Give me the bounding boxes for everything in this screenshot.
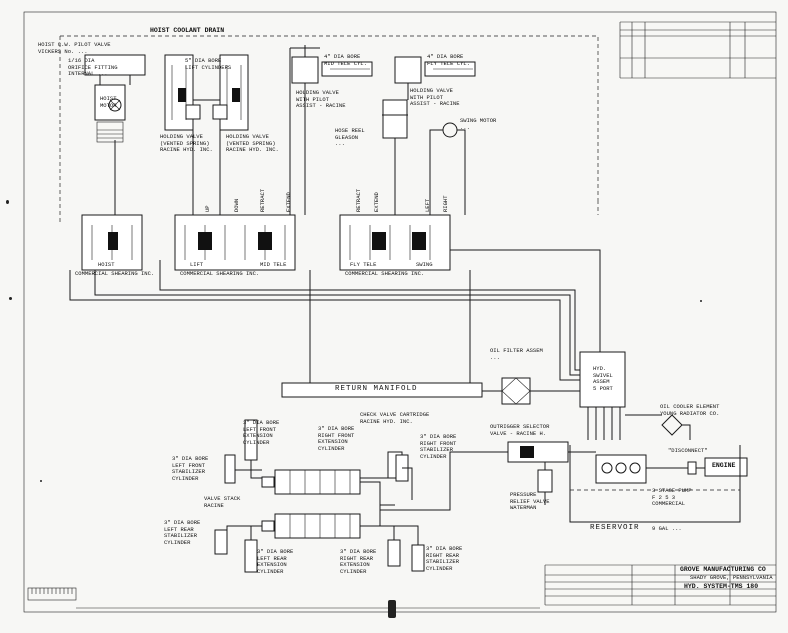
lr-stabilizer-cylinder <box>214 529 228 555</box>
valve-bank-right-label: COMMERCIAL SHEARING INC. <box>345 270 425 277</box>
lf-ext-label: 3" DIA BORE LEFT FRONT EXTENSION CYLINDE… <box>243 419 280 446</box>
valve-swing-label: SWING <box>416 261 433 268</box>
hoist-drain-label: HOIST COOLANT DRAIN <box>150 27 225 34</box>
company-name: GROVE MANUFACTURING CO <box>680 566 766 573</box>
hoist-motor-label: HOIST MOTOR <box>100 95 117 109</box>
pump-section-3 <box>629 462 641 474</box>
port-extend-right-label: EXTEND <box>373 192 380 212</box>
rr-stab-label: 3" DIA BORE RIGHT REAR STABILIZER CYLIND… <box>426 545 463 572</box>
rr-ext-label: 3" DIA BORE RIGHT REAR EXTENSION CYLINDE… <box>340 548 377 575</box>
valve-hoist-label: HOIST <box>98 261 115 268</box>
valve-bank-left-label: COMMERCIAL SHEARING INC. <box>75 270 155 277</box>
outrigger-selector-valve <box>507 441 569 463</box>
speck <box>40 480 42 482</box>
engine-label: ENGINE <box>712 462 736 469</box>
hoist-motor-symbol <box>108 98 122 112</box>
disconnect-label: "DISCONNECT" <box>668 447 708 454</box>
outrigger-selector-label: OUTRIGGER SELECTOR VALVE - RACINE H. <box>490 423 550 437</box>
oil-filter <box>501 377 531 405</box>
lf-stab-label: 3" DIA BORE LEFT FRONT STABILIZER CYLIND… <box>172 455 209 482</box>
port-left-label: LEFT <box>424 198 431 212</box>
valve-mid-tele-label: MID TELE <box>260 261 287 268</box>
return-manifold <box>281 382 483 398</box>
title-block <box>544 564 776 606</box>
valve-bank-right <box>339 214 451 271</box>
holding-valve-left <box>185 104 201 120</box>
port-down-label: DOWN <box>233 198 240 212</box>
reservoir-capacity-label: 9 GAL ... <box>652 525 682 532</box>
mid-tele-label: 4" DIA BORE MID TELE CYL. <box>324 53 367 67</box>
pump-section-1 <box>601 462 613 474</box>
company-location: SHADY GROVE, PENNSYLVANIA <box>690 574 773 581</box>
mid-holding-valve <box>291 56 319 84</box>
rf-ext-label: 3" DIA BORE RIGHT FRONT EXTENSION CYLIND… <box>318 425 355 452</box>
hoist-drain-line <box>60 35 599 215</box>
fly-tele-label: 4" DIA BORE FLY TELE CYL. <box>427 53 470 67</box>
valve-stack-upper <box>274 469 361 495</box>
relief-valve-label: PRESSURE RELIEF VALVE WATERMAN <box>510 491 550 511</box>
oil-filter-label: OIL FILTER ASSEM ... <box>490 347 543 361</box>
fly-holding-label: HOLDING VALVE WITH PILOT ASSIST - RACINE <box>410 87 460 107</box>
valve-bank-center-label: COMMERCIAL SHEARING INC. <box>180 270 260 277</box>
pump-label: 3 STAGE PUMP F 2 5 3 COMMERCIAL <box>652 487 692 507</box>
valve-fly-tele-label: FLY TELE <box>350 261 377 268</box>
hyd-swivel <box>579 351 626 408</box>
valve-bank-center <box>174 214 296 271</box>
oil-cooler-label: OIL COOLER ELEMENT YOUNG RADIATOR CO. <box>660 403 720 417</box>
rr-extension-cylinder <box>387 539 401 567</box>
reservoir-label: RESERVOIR <box>590 524 640 532</box>
return-manifold-label: RETURN MANIFOLD <box>335 385 418 393</box>
reservoir <box>569 445 741 523</box>
stack-cap-lower <box>261 520 275 532</box>
lr-extension-cylinder <box>244 539 258 573</box>
oil-cooler <box>661 414 683 436</box>
swivel-label: HYD. SWIVEL ASSEM 5 PORT <box>593 365 613 392</box>
hose-reel <box>382 99 408 139</box>
valve-lift-label: LIFT <box>190 261 204 268</box>
holding-valve-center-label: HOLDING VALVE (VENTED SPRING) RACINE HYD… <box>226 133 279 153</box>
disconnect-coupling <box>687 461 697 475</box>
revision-block <box>619 21 776 79</box>
pressure-relief-valve <box>537 469 553 493</box>
valve-stack-lower <box>274 513 361 539</box>
lift-cylinders-label: 5" DIA BORE LIFT CYLINDERS <box>185 57 232 71</box>
hoist-valve <box>84 54 146 76</box>
pump-block <box>595 454 647 484</box>
speck <box>700 300 702 302</box>
hose-reel-label: HOSE REEL GLEASON ... <box>335 127 365 147</box>
port-retract-right-label: RETRACT <box>355 188 362 212</box>
holding-valve-left-label: HOLDING VALVE (VENTED SPRING) RACINE HYD… <box>160 133 213 153</box>
drawing-title: HYD. SYSTEM-TMS 180 <box>684 583 759 590</box>
port-retract-center-label: RETRACT <box>259 188 266 212</box>
swing-motor <box>442 122 458 138</box>
lf-stabilizer-cylinder <box>224 454 236 484</box>
orifice-label: 1/16 DIA ORIFICE FITTING INTERNAL ... <box>68 57 118 77</box>
check-valve-label: CHECK VALVE CARTRIDGE RACINE HYD. INC. <box>360 411 430 425</box>
speck <box>6 200 9 204</box>
speck <box>388 600 396 618</box>
fly-holding-valve <box>394 56 422 84</box>
lr-stab-label: 3" DIA BORE LEFT REAR STABILIZER CYLINDE… <box>164 519 201 546</box>
port-up-label: UP <box>204 205 211 212</box>
holding-valve-center <box>212 104 228 120</box>
speck <box>9 297 12 300</box>
swing-motor-label: SWING MOTOR ... <box>460 117 497 131</box>
hoist-valve-label: HOIST C.W. PILOT VALVE VICKERS No. ... <box>38 41 111 55</box>
stack-cap-upper <box>261 476 275 488</box>
valve-stack-label: VALVE STACK RACINE <box>204 495 241 509</box>
rf-stab-label: 3" DIA BORE RIGHT FRONT STABILIZER CYLIN… <box>420 433 457 460</box>
sheet-border <box>23 11 777 613</box>
rr-stabilizer-cylinder <box>411 544 425 572</box>
pump-section-2 <box>615 462 627 474</box>
engine-box <box>704 457 748 477</box>
port-extend-center-label: EXTEND <box>285 192 292 212</box>
mid-holding-label: HOLDING VALVE WITH PILOT ASSIST - RACINE <box>296 89 346 109</box>
port-right-label: RIGHT <box>442 195 449 212</box>
lr-ext-label: 3" DIA BORE LEFT REAR EXTENSION CYLINDER <box>257 548 294 575</box>
